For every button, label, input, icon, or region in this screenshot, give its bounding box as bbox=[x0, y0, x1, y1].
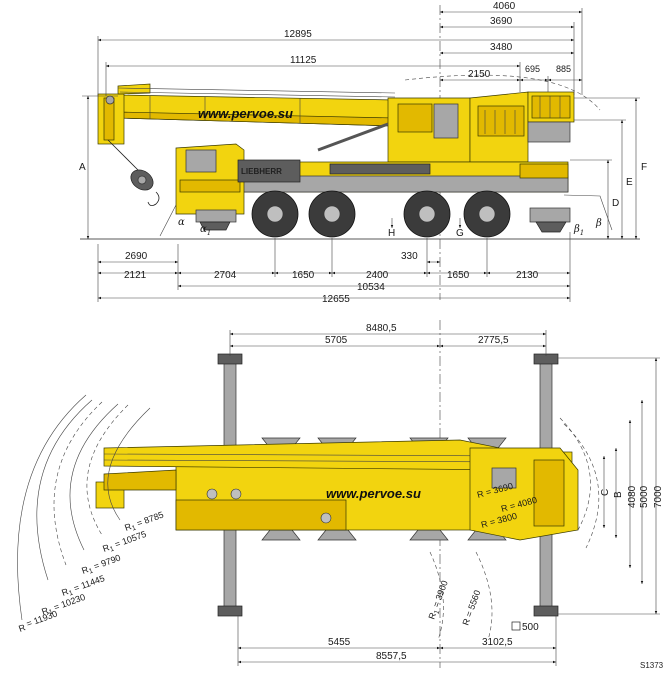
departure-slope bbox=[563, 194, 613, 231]
dim-10534: 10534 bbox=[357, 282, 385, 293]
wheel-1 bbox=[251, 190, 299, 238]
watermark-side: www.pervoe.su bbox=[198, 106, 293, 121]
dim-4060: 4060 bbox=[493, 1, 516, 12]
dim-3102-5: 3102,5 bbox=[482, 637, 513, 648]
superstructure bbox=[317, 91, 575, 163]
dim-2150: 2150 bbox=[468, 69, 491, 80]
top-view-right-dimensions: C B 4080 5000 7000 bbox=[558, 357, 664, 615]
dim-1650-b: 1650 bbox=[447, 270, 470, 281]
telescopic-boom: www.pervoe.su bbox=[97, 83, 396, 145]
dim-5455: 5455 bbox=[328, 637, 351, 648]
top-view-bottom-dimensions: 5455 3102,5 8557,5 bbox=[237, 616, 557, 666]
dim-330: 330 bbox=[401, 251, 418, 262]
top-dimensions: 4060 3690 12895 3480 11125 2150 695 885 bbox=[97, 1, 583, 96]
dim-3480: 3480 bbox=[490, 42, 513, 53]
wheel-2 bbox=[308, 190, 356, 238]
top-superstructure bbox=[469, 447, 579, 541]
angle-alpha: α bbox=[178, 217, 185, 228]
point-label-g: G bbox=[456, 228, 464, 239]
approach-slope bbox=[159, 204, 177, 237]
hook-block bbox=[130, 169, 160, 206]
dim-2130: 2130 bbox=[516, 270, 539, 281]
dim-1650-a: 1650 bbox=[292, 270, 315, 281]
brand-logo: LIEBHERR bbox=[241, 167, 282, 176]
dim-4080: 4080 bbox=[627, 485, 638, 508]
dim-3690: 3690 bbox=[490, 16, 513, 27]
dim-885: 885 bbox=[556, 64, 571, 74]
dim-5000: 5000 bbox=[639, 485, 650, 508]
height-label-d: D bbox=[612, 198, 619, 209]
hoist-rope bbox=[107, 139, 143, 175]
radius-label-5560: R = 5560 bbox=[460, 589, 482, 627]
dim-2400: 2400 bbox=[366, 270, 389, 281]
dim-8480-5: 8480,5 bbox=[366, 323, 397, 334]
angle-beta: β bbox=[595, 218, 602, 229]
side-view: www.pervoe.su bbox=[79, 1, 647, 305]
swing-radius-arcs bbox=[17, 394, 600, 641]
tail-swing-arc bbox=[404, 74, 601, 111]
wheels bbox=[251, 190, 511, 238]
drawing-code: S1373 bbox=[640, 661, 664, 670]
dim-c: C bbox=[600, 489, 611, 496]
bottom-dimensions: 2690 2121 2704 1650 2400 330 1650 2130 1… bbox=[97, 232, 571, 305]
dim-2775-5: 2775,5 bbox=[478, 335, 509, 346]
dim-b: B bbox=[613, 491, 624, 498]
height-dimensions: A D E F H G bbox=[79, 95, 647, 239]
radius-label-10575: R1 = 10575 bbox=[101, 529, 148, 556]
wheel-4 bbox=[463, 190, 511, 238]
height-label-e: E bbox=[626, 177, 633, 188]
outrigger-pad-size: 500 bbox=[511, 621, 539, 633]
top-boom: www.pervoe.su bbox=[95, 439, 521, 509]
dim-7000: 7000 bbox=[653, 485, 664, 508]
dim-11125: 11125 bbox=[290, 55, 317, 66]
angle-labels: α α1 β1 β bbox=[178, 217, 602, 237]
dim-2690: 2690 bbox=[125, 251, 148, 262]
radius-label-11930: R = 11930 bbox=[17, 609, 60, 634]
dim-5705: 5705 bbox=[325, 335, 348, 346]
angle-beta-1: β1 bbox=[573, 224, 584, 237]
point-label-h: H bbox=[388, 228, 395, 239]
dim-12655: 12655 bbox=[322, 294, 350, 305]
top-view-top-dimensions: 8480,5 5705 2775,5 bbox=[229, 323, 547, 356]
dim-695: 695 bbox=[525, 64, 540, 74]
dim-2704: 2704 bbox=[214, 270, 237, 281]
height-label-a: A bbox=[79, 162, 86, 173]
dim-2121: 2121 bbox=[124, 270, 147, 281]
angle-alpha-1: α1 bbox=[200, 224, 211, 237]
pad-size-label: 500 bbox=[522, 622, 539, 633]
dim-8557-5: 8557,5 bbox=[376, 651, 407, 662]
wheel-3 bbox=[403, 190, 451, 238]
radius-label-3900: R1 = 3900 bbox=[426, 579, 451, 621]
top-view: www.pervoe.su R1 = 8785 R1 = 10575 R1 = … bbox=[17, 320, 664, 670]
height-label-f: F bbox=[641, 162, 647, 173]
dim-12895: 12895 bbox=[284, 29, 312, 40]
watermark-top: www.pervoe.su bbox=[326, 486, 421, 501]
carrier-chassis: LIEBHERR bbox=[175, 143, 571, 233]
